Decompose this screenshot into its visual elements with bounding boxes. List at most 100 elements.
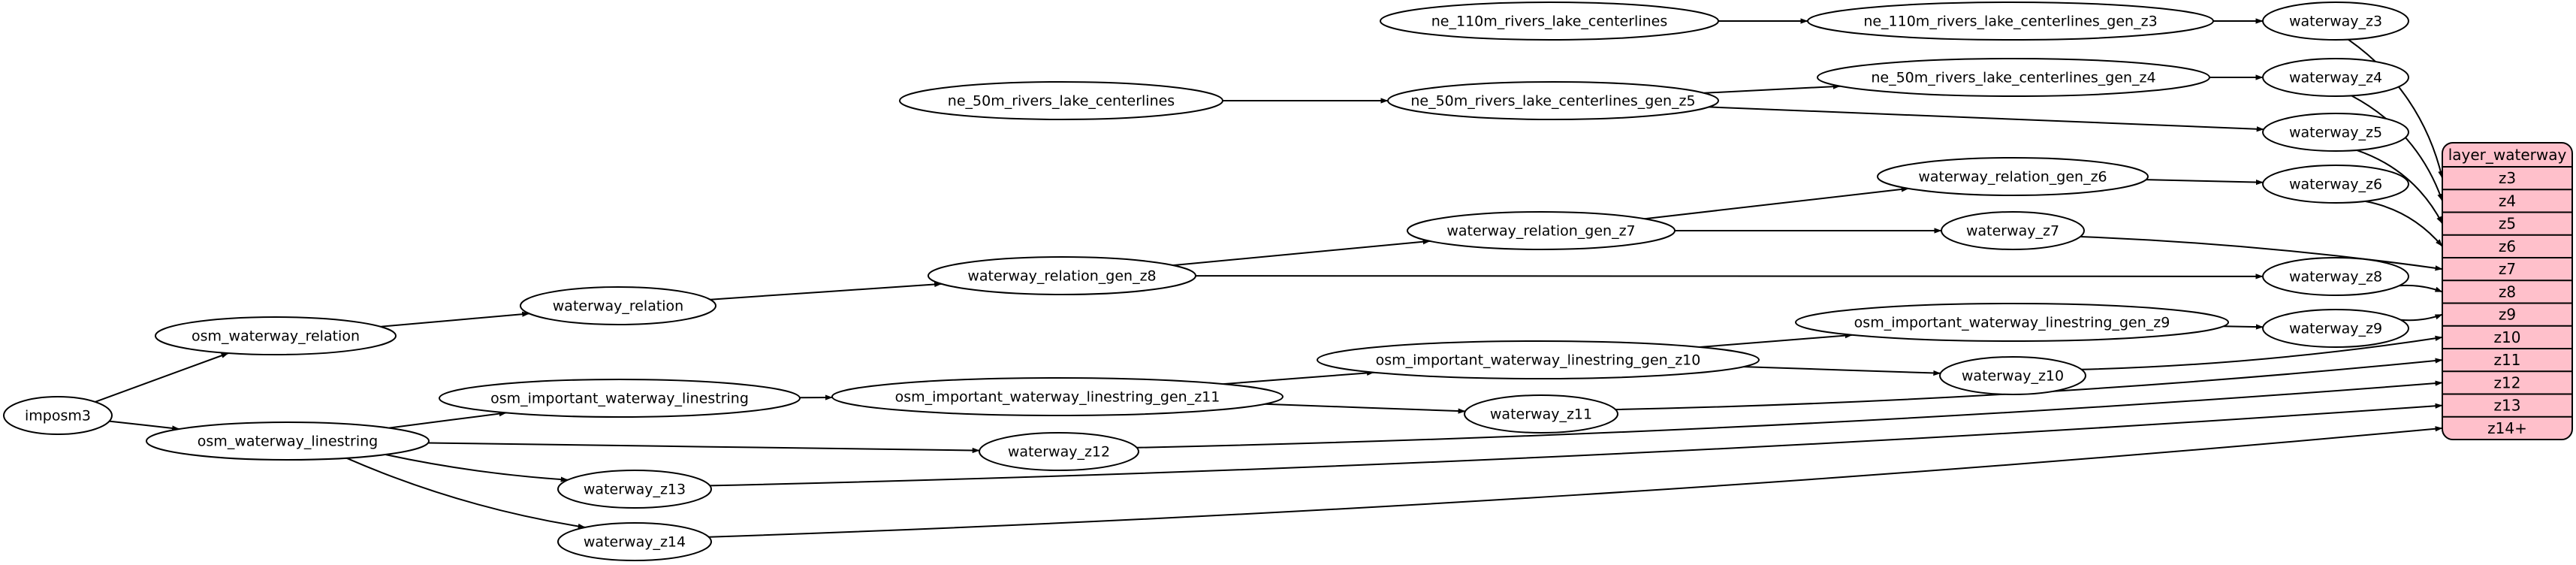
node-ne_110m_rivers_lake_centerlines_gen_z3: ne_110m_rivers_lake_centerlines_gen_z3	[1807, 2, 2214, 41]
edge-waterway_relation_gen_z7-to-waterway_relation_gen_z6	[1644, 186, 1909, 220]
edge-waterway_z3-to-layer_waterway-z3	[2348, 38, 2444, 179]
node-label: osm_important_waterway_linestring_gen_z9	[1854, 315, 2170, 331]
node-ellipse	[2262, 2, 2409, 41]
node-waterway_z7: waterway_z7	[1941, 211, 2085, 250]
node-waterway_z10: waterway_z10	[1939, 356, 2086, 395]
table-row-z12: z12	[2494, 373, 2521, 391]
node-ellipse	[2262, 113, 2409, 152]
node-label: waterway_z7	[1966, 223, 2059, 240]
node-ne_50m_rivers_lake_centerlines: ne_50m_rivers_lake_centerlines	[899, 81, 1223, 120]
table-row-z5: z5	[2499, 215, 2516, 233]
node-ellipse	[1407, 211, 1676, 250]
node-label: waterway_z8	[2289, 269, 2382, 286]
node-ellipse	[1317, 340, 1760, 379]
edge-waterway_z9-to-layer_waterway-z9	[2400, 313, 2443, 322]
node-ellipse	[2262, 257, 2409, 296]
node-osm_important_waterway_linestring_gen_z11: osm_important_waterway_linestring_gen_z1…	[831, 377, 1283, 416]
node-label: waterway_z3	[2289, 14, 2382, 30]
node-label: waterway_relation_gen_z8	[967, 268, 1156, 285]
node-osm_waterway_linestring: osm_waterway_linestring	[146, 421, 430, 461]
node-ellipse	[831, 377, 1283, 416]
edge-osm_important_waterway_linestring_gen_z11-to-waterway_z11	[1264, 403, 1466, 414]
node-ellipse	[1807, 2, 2214, 41]
node-label: waterway_z10	[1962, 368, 2064, 385]
node-ellipse	[146, 421, 430, 461]
table-layer-waterway-record: layer_waterwayz3z4z5z6z7z8z9z10z11z12z13…	[2442, 142, 2573, 440]
edge-osm_important_waterway_linestring_gen_z9-to-waterway_z9	[2223, 324, 2264, 330]
table-row-z6: z6	[2499, 237, 2516, 255]
node-waterway_relation_gen_z8: waterway_relation_gen_z8	[928, 256, 1196, 295]
node-ne_50m_rivers_lake_centerlines_gen_z5: ne_50m_rivers_lake_centerlines_gen_z5	[1387, 81, 1719, 120]
edge-waterway_relation-to-waterway_relation_gen_z8	[710, 281, 943, 301]
table-row-z10: z10	[2494, 328, 2521, 346]
table-layer-waterway: layer_waterwayz3z4z5z6z7z8z9z10z11z12z13…	[2442, 142, 2573, 440]
edge-imposm3-to-osm_waterway_relation	[95, 352, 229, 403]
edge-waterway_z13-to-layer_waterway-z13	[710, 403, 2443, 487]
node-label: ne_50m_rivers_lake_centerlines_gen_z5	[1410, 93, 1695, 110]
edge-osm_waterway_linestring-to-waterway_z12	[427, 442, 980, 454]
node-waterway_relation_gen_z7: waterway_relation_gen_z7	[1407, 211, 1676, 250]
node-label: osm_important_waterway_linestring_gen_z1…	[895, 389, 1220, 406]
node-label: waterway_z13	[584, 482, 686, 498]
node-label: waterway_relation_gen_z7	[1446, 223, 1635, 240]
node-ellipse	[899, 81, 1223, 120]
node-label: ne_110m_rivers_lake_centerlines_gen_z3	[1863, 14, 2157, 30]
node-label: ne_110m_rivers_lake_centerlines	[1431, 14, 1668, 30]
edge-osm_important_waterway_linestring_gen_z10-to-waterway_z10	[1743, 366, 1941, 376]
node-waterway_relation_gen_z6: waterway_relation_gen_z6	[1877, 157, 2149, 196]
edge-osm_important_waterway_linestring_gen_z10-to-osm_important_waterway_linestring_gen_z9	[1700, 333, 1853, 348]
table-row-z9: z9	[2499, 306, 2516, 324]
edge-waterway_z14-to-layer_waterway-z14plus	[708, 426, 2443, 538]
edge-waterway_z4-to-layer_waterway-z4	[2351, 95, 2443, 201]
node-waterway_z5: waterway_z5	[2262, 113, 2409, 152]
node-ellipse	[1817, 58, 2210, 97]
table-row-z13: z13	[2494, 397, 2521, 415]
node-osm_important_waterway_linestring: osm_important_waterway_linestring	[439, 379, 801, 418]
edge-osm_waterway_linestring-to-waterway_z14	[346, 457, 586, 529]
table-row-z14plus: z14+	[2487, 419, 2527, 437]
node-ellipse	[1380, 2, 1719, 41]
edges-layer	[95, 18, 2444, 538]
edge-waterway_z5-to-layer_waterway-z5	[2356, 149, 2443, 225]
node-label: osm_waterway_linestring	[198, 434, 378, 450]
node-waterway_z9: waterway_z9	[2262, 309, 2409, 348]
node-waterway_z6: waterway_z6	[2262, 165, 2409, 204]
node-imposm3: imposm3	[3, 396, 113, 435]
edge-waterway_z10-to-layer_waterway-z10	[2081, 335, 2443, 370]
table-background	[2442, 142, 2573, 440]
edge-waterway_z12-to-layer_waterway-z12	[1136, 380, 2443, 449]
edge-osm_waterway_relation-to-waterway_relation	[380, 311, 530, 328]
node-ellipse	[1795, 303, 2229, 342]
node-waterway_z13: waterway_z13	[557, 470, 712, 509]
node-waterway_z3: waterway_z3	[2262, 2, 2409, 41]
table-row-z8: z8	[2499, 282, 2516, 301]
table-row-z11: z11	[2494, 351, 2521, 369]
node-label: ne_50m_rivers_lake_centerlines	[948, 93, 1175, 110]
edge-waterway_z7-to-layer_waterway-z7	[2080, 236, 2443, 271]
node-label: waterway_z9	[2289, 321, 2382, 337]
node-waterway_relation: waterway_relation	[520, 286, 716, 325]
node-label: waterway_z5	[2289, 125, 2382, 141]
edge-ne_50m_rivers_lake_centerlines_gen_z5-to-ne_50m_rivers_lake_centerlines_gen_z4	[1703, 83, 1841, 94]
edge-osm_waterway_linestring-to-osm_important_waterway_linestring	[388, 411, 507, 429]
edge-osm_waterway_linestring-to-waterway_z13	[385, 454, 569, 482]
edge-ne_50m_rivers_lake_centerlines_gen_z5-to-waterway_z5	[1709, 106, 2264, 132]
node-osm_important_waterway_linestring_gen_z10: osm_important_waterway_linestring_gen_z1…	[1317, 340, 1760, 379]
node-ellipse	[3, 396, 113, 435]
node-label: waterway_relation	[553, 298, 683, 315]
node-label: ne_50m_rivers_lake_centerlines_gen_z4	[1871, 70, 2155, 86]
node-label: waterway_relation_gen_z6	[1918, 169, 2107, 186]
table-row-z4: z4	[2499, 192, 2516, 210]
node-ellipse	[439, 379, 801, 418]
node-label: osm_waterway_relation	[192, 328, 360, 345]
edge-osm_important_waterway_linestring_gen_z11-to-osm_important_waterway_linestring_gen_z10	[1223, 370, 1374, 385]
node-ellipse	[1387, 81, 1719, 120]
node-ne_110m_rivers_lake_centerlines: ne_110m_rivers_lake_centerlines	[1380, 2, 1719, 41]
edge-imposm3-to-osm_waterway_linestring	[109, 420, 180, 431]
node-label: waterway_z4	[2289, 70, 2382, 86]
table-title: layer_waterway	[2448, 146, 2567, 164]
node-ne_50m_rivers_lake_centerlines_gen_z4: ne_50m_rivers_lake_centerlines_gen_z4	[1817, 58, 2210, 97]
node-ellipse	[979, 432, 1139, 471]
